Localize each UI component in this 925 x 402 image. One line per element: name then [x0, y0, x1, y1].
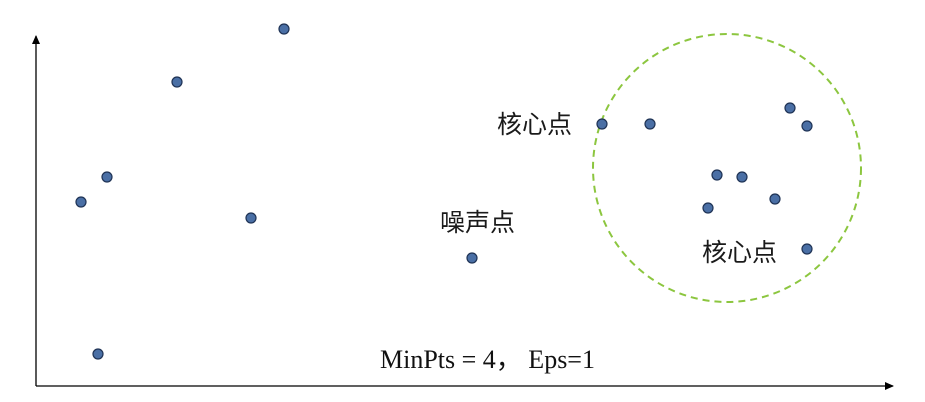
data-point	[644, 118, 656, 130]
eps-neighborhood-circle	[592, 33, 862, 303]
core-point-bottom	[801, 243, 813, 255]
data-point	[75, 196, 87, 208]
data-point	[245, 212, 257, 224]
data-point	[702, 202, 714, 214]
noise-point	[466, 252, 478, 264]
data-point	[736, 171, 748, 183]
data-point	[784, 102, 796, 114]
data-point	[278, 23, 290, 35]
core-point-label-bottom: 核心点	[702, 238, 778, 267]
noise-point-label: 噪声点	[440, 208, 516, 237]
points	[75, 23, 813, 360]
parameters-label: MinPts = 4， Eps=1	[380, 345, 595, 374]
data-point	[171, 76, 183, 88]
data-point	[801, 120, 813, 132]
data-point	[92, 348, 104, 360]
data-point	[711, 169, 723, 181]
core-point-label-top: 核心点	[497, 110, 573, 139]
data-point	[769, 193, 781, 205]
core-point-top	[596, 118, 608, 130]
data-point	[101, 171, 113, 183]
